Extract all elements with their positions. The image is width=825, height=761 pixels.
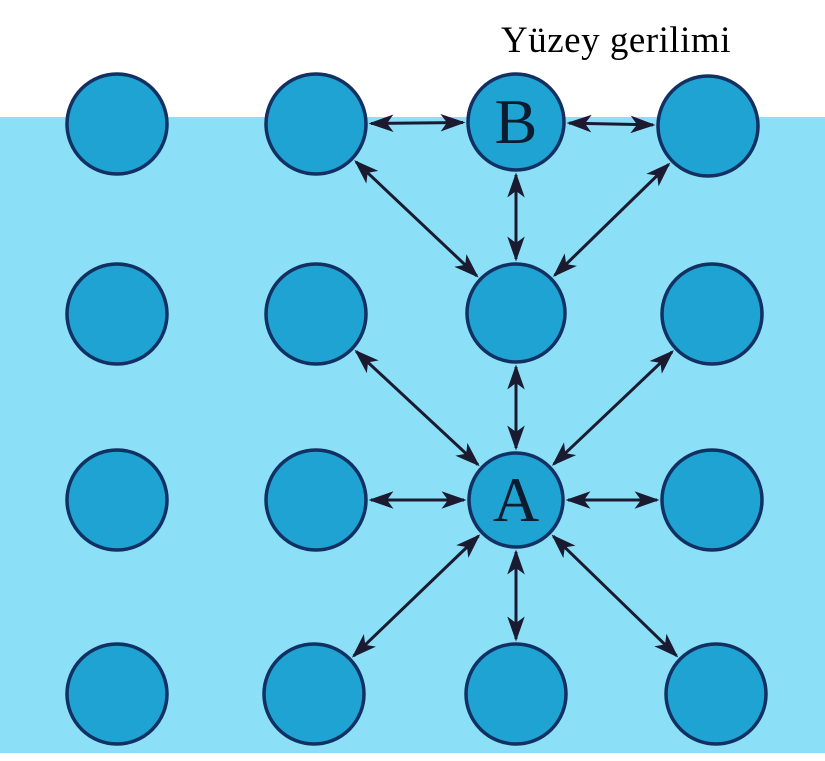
attraction-arrow-r1c4-r2c3 [552, 162, 671, 278]
molecule-label-B: B [495, 86, 538, 157]
molecule [660, 262, 764, 366]
molecule [264, 262, 368, 366]
molecule [264, 448, 368, 552]
molecule-layer: BA [65, 72, 768, 746]
attraction-arrow-layer [351, 113, 679, 658]
attraction-arrow-r3c3-r4c4 [551, 534, 679, 658]
molecule [65, 262, 169, 366]
attraction-arrow-r1c2-r1c3 [368, 113, 466, 133]
molecule [656, 74, 760, 178]
molecule [465, 262, 567, 364]
molecule [65, 642, 169, 746]
molecule [65, 448, 169, 552]
molecule-label-A: A [493, 464, 539, 535]
attraction-arrow-r1c2-r2c3 [354, 160, 479, 278]
attraction-arrow-r3c3-r4c2 [351, 534, 481, 658]
attraction-arrow-r1c3-r1c4 [566, 114, 656, 134]
molecule [264, 72, 368, 176]
molecule [664, 642, 768, 746]
attraction-arrow-r2c4-r3c3 [551, 350, 674, 466]
molecule [65, 72, 169, 176]
molecule-A [467, 451, 565, 549]
molecule-B [466, 72, 566, 172]
molecule [660, 448, 764, 552]
diagram-title: Yüzey gerilimi [501, 20, 731, 61]
molecule [262, 642, 366, 746]
molecule [464, 642, 568, 746]
attraction-arrow-r2c2-r3c3 [354, 349, 480, 467]
